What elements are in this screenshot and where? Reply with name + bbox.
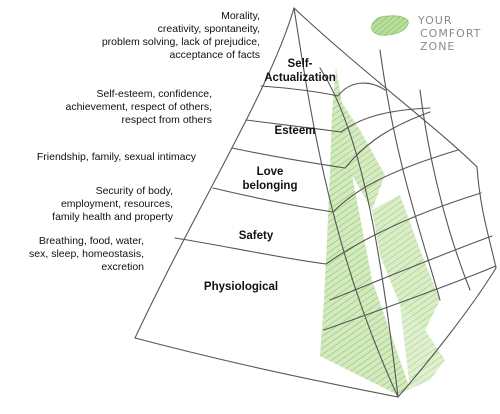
legend-line: ZONE	[420, 40, 456, 53]
description-line: excretion	[101, 261, 144, 273]
description-line: sex, sleep, homeostasis,	[29, 248, 144, 260]
level-label-physiological: Physiological	[186, 280, 296, 294]
level-name-line2: Actualization	[264, 72, 336, 84]
pyramid-outline	[134, 7, 497, 398]
description-line: Friendship, family, sexual intimacy	[36, 151, 196, 163]
description-line: Self-esteem, confidence,	[96, 88, 212, 100]
level-label-esteem: Esteem	[255, 124, 335, 138]
level-name-line1: Physiological	[203, 281, 279, 293]
comfort-zone-legend-label: YOUR COMFORT ZONE	[418, 14, 481, 53]
comfort-zone-swatch-icon	[371, 15, 409, 36]
legend-line: YOUR	[418, 14, 453, 27]
description-line: Breathing, food, water,	[38, 235, 144, 247]
description-line: family health and property	[52, 211, 173, 223]
description-line: employment, resources,	[60, 198, 173, 210]
level-name-line2: belonging	[242, 180, 298, 192]
level-label-safety: Safety	[221, 229, 291, 243]
description-love-belonging: Friendship, family, sexual intimacy	[37, 151, 196, 164]
description-line: Security of body,	[95, 185, 173, 197]
description-esteem: Self-esteem, confidence, achievement, re…	[66, 88, 213, 127]
description-safety: Security of body, employment, resources,…	[52, 185, 173, 224]
level-name-line1: Safety	[238, 230, 274, 242]
level-name-line1: Self-	[287, 58, 313, 70]
description-line: achievement, respect of others,	[65, 101, 213, 113]
description-line: acceptance of facts	[169, 49, 260, 61]
level-name-line1: Esteem	[274, 125, 316, 137]
level-label-love-belonging: Love belonging	[225, 165, 315, 193]
legend-line: COMFORT	[420, 27, 482, 40]
description-self-actualization: Morality, creativity, spontaneity, probl…	[102, 10, 260, 62]
description-line: respect from others	[121, 114, 212, 126]
description-physiological: Breathing, food, water, sex, sleep, home…	[29, 235, 144, 274]
description-line: problem solving, lack of prejudice,	[101, 36, 260, 48]
description-line: creativity, spontaneity,	[157, 23, 260, 35]
level-name-line1: Love	[256, 166, 284, 178]
description-line: Morality,	[221, 10, 260, 22]
level-label-self-actualization: Self- Actualization	[255, 57, 345, 85]
